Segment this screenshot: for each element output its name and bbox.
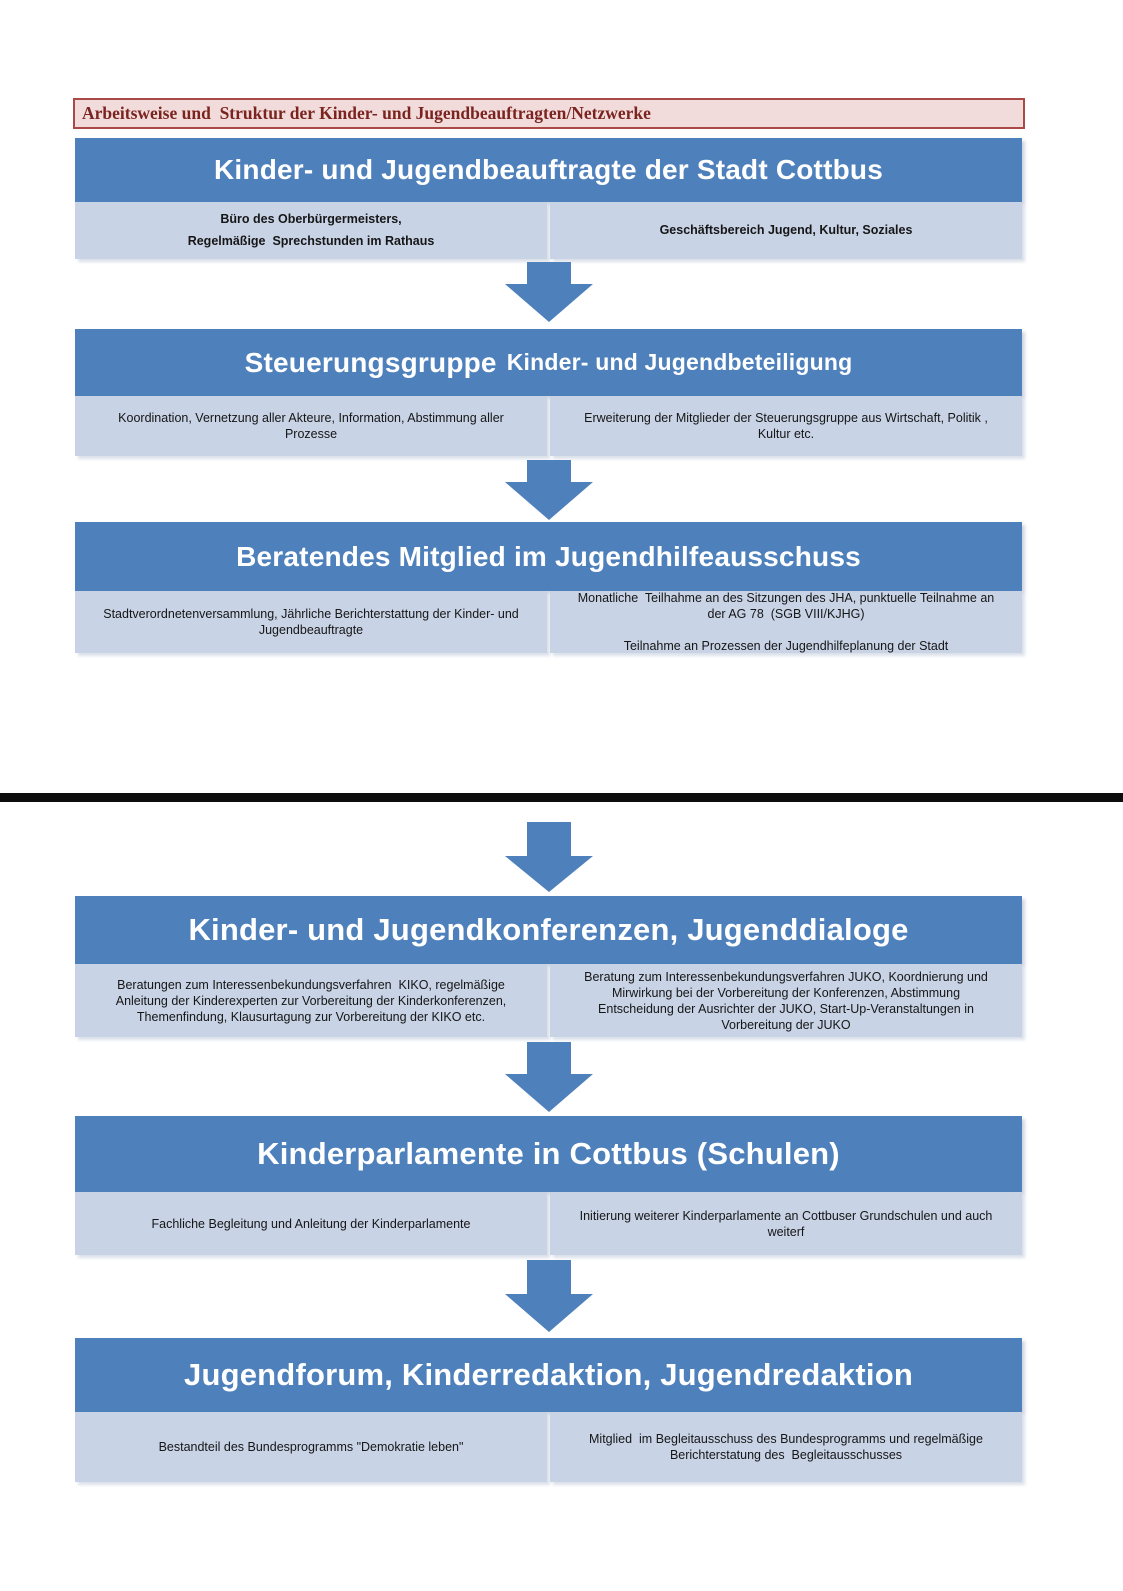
jugendforum-right-cell: Mitglied im Begleitausschuss des Bundesp… <box>550 1412 1022 1482</box>
kinderparlamente-right-cell: Initierung weiterer Kinderparlamente an … <box>550 1192 1022 1255</box>
kinderparlamente-box: Kinderparlamente in Cottbus (Schulen) <box>75 1116 1022 1192</box>
jugendforum-box: Jugendforum, Kinderredaktion, Jugendreda… <box>75 1338 1022 1412</box>
section-heading: Kinderparlamente in Cottbus (Schulen) <box>257 1136 840 1171</box>
steuerungsgruppe-cells: Koordination, Vernetzung aller Akteure, … <box>75 396 1022 456</box>
steuerungsgruppe-left-cell: Koordination, Vernetzung aller Akteure, … <box>75 396 547 456</box>
jugendhilfeausschuss-cells: Stadtverordnetenversammlung, Jährliche B… <box>75 591 1022 653</box>
page-title-banner: Arbeitsweise und Struktur der Kinder- un… <box>73 98 1025 129</box>
konferenzen-right-cell: Beratung zum Interessenbekundungsverfahr… <box>550 964 1022 1037</box>
page-break-divider <box>0 793 1123 802</box>
kinder-jugendbeauftragte-cells: Büro des Oberbürgermeisters, Regelmäßige… <box>75 202 1022 259</box>
section-heading: Kinder- und Jugendbeauftragte der Stadt … <box>214 154 883 185</box>
jugendhilfeausschuss-left-cell: Stadtverordnetenversammlung, Jährliche B… <box>75 591 547 653</box>
down-arrow-icon <box>75 822 1022 892</box>
konferenzen-cells: Beratungen zum Interessenbekundungsverfa… <box>75 964 1022 1037</box>
konferenzen-left-cell: Beratungen zum Interessenbekundungsverfa… <box>75 964 547 1037</box>
jugendhilfeausschuss-right-cell: Monatliche Teilhahme an des Sitzungen de… <box>550 591 1022 653</box>
steuerungsgruppe-box: Steuerungsgruppe Kinder- und Jugendbetei… <box>75 329 1022 396</box>
jugendhilfeausschuss-box: Beratendes Mitglied im Jugendhilfeaussch… <box>75 522 1022 591</box>
section-heading: Steuerungsgruppe <box>244 346 497 378</box>
section-heading: Beratendes Mitglied im Jugendhilfeaussch… <box>236 540 861 572</box>
section-heading-secondary: Kinder- und Jugendbeteiligung <box>506 349 853 375</box>
kinderparlamente-cells: Fachliche Begleitung und Anleitung der K… <box>75 1192 1022 1255</box>
kinder-jugendbeauftragte-left-cell: Büro des Oberbürgermeisters, Regelmäßige… <box>75 202 547 259</box>
down-arrow-icon <box>75 1042 1022 1112</box>
section-heading: Kinder- und Jugendkonferenzen, Jugenddia… <box>188 912 909 947</box>
down-arrow-icon <box>75 262 1022 322</box>
down-arrow-icon <box>75 460 1022 520</box>
kinderparlamente-left-cell: Fachliche Begleitung und Anleitung der K… <box>75 1192 547 1255</box>
section-heading: Jugendforum, Kinderredaktion, Jugendreda… <box>184 1357 913 1392</box>
kinder-jugendbeauftragte-right-cell: Geschäftsbereich Jugend, Kultur, Soziale… <box>550 202 1022 259</box>
down-arrow-icon <box>75 1260 1022 1332</box>
steuerungsgruppe-right-cell: Erweiterung der Mitglieder der Steuerung… <box>550 396 1022 456</box>
kinder-jugendbeauftragte-box: Kinder- und Jugendbeauftragte der Stadt … <box>75 138 1022 202</box>
konferenzen-box: Kinder- und Jugendkonferenzen, Jugenddia… <box>75 896 1022 964</box>
jugendforum-cells: Bestandteil des Bundesprogramms "Demokra… <box>75 1412 1022 1482</box>
jugendforum-left-cell: Bestandteil des Bundesprogramms "Demokra… <box>75 1412 547 1482</box>
